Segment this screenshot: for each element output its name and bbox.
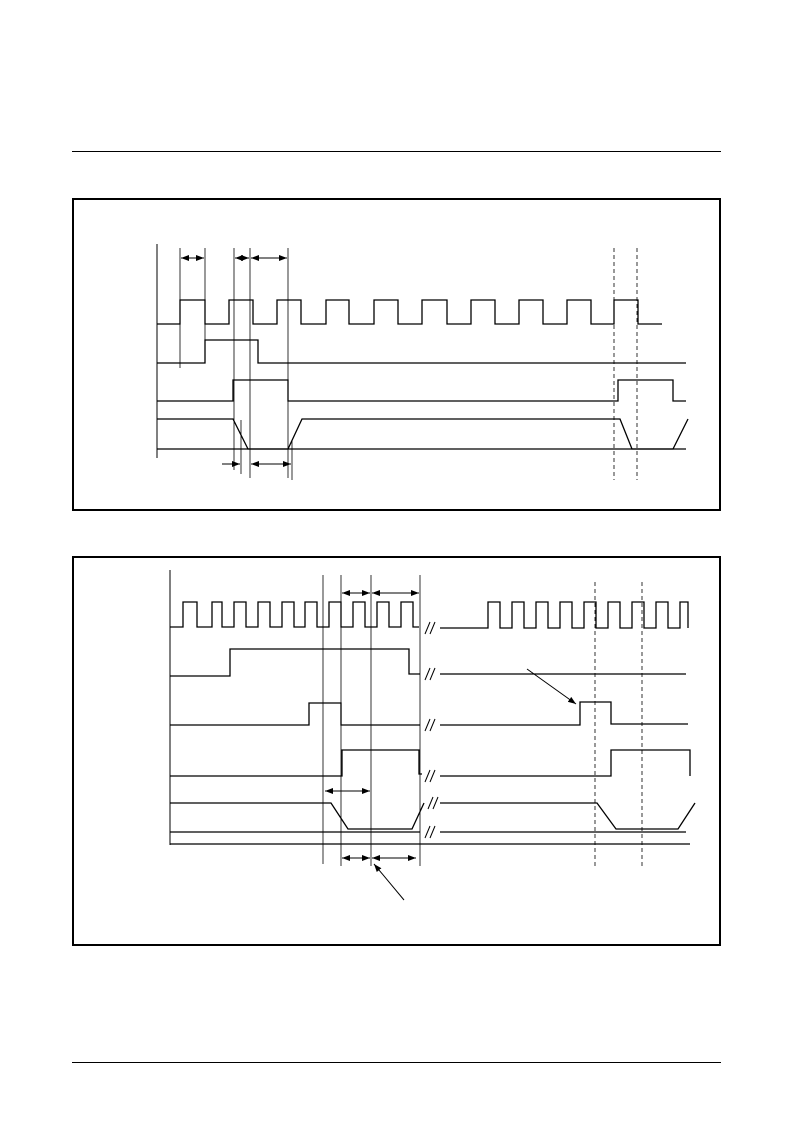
d2-signal-4-waveform <box>170 749 422 777</box>
d1-signal-4-waveform <box>157 418 689 450</box>
d2-signal-5-tail <box>440 802 696 830</box>
d2-signal-4-tail <box>440 749 691 777</box>
timing-diagram-2 <box>72 556 721 946</box>
d2-clock-waveform-2 <box>440 601 689 629</box>
timing-diagram-2-svg <box>169 570 696 901</box>
d2-signal-3-waveform <box>170 702 420 726</box>
footer-rule <box>72 1062 721 1063</box>
d2-dashed-reference-lines <box>594 582 643 868</box>
d2-timing-arrows <box>325 590 419 861</box>
d1-dashed-reference-lines <box>613 248 638 480</box>
d2-reference-lines <box>322 575 421 866</box>
timing-diagram-1-svg <box>156 244 689 480</box>
d2-break-marks <box>424 621 439 839</box>
d2-clock-waveform-1 <box>170 601 419 628</box>
d1-timing-arrows <box>181 255 291 467</box>
d2-pointer-arrows <box>373 668 577 901</box>
d1-signal-2-waveform <box>157 339 686 364</box>
header-rule <box>72 151 721 152</box>
d2-signal-2-waveform <box>170 648 420 677</box>
d1-clock-waveform <box>157 299 662 325</box>
d2-signal-5-waveform <box>170 802 425 830</box>
timing-diagram-1 <box>72 198 721 511</box>
d1-reference-lines <box>179 248 293 480</box>
d2-signal-3-tail <box>440 701 688 726</box>
d1-signal-3-waveform <box>157 379 686 402</box>
